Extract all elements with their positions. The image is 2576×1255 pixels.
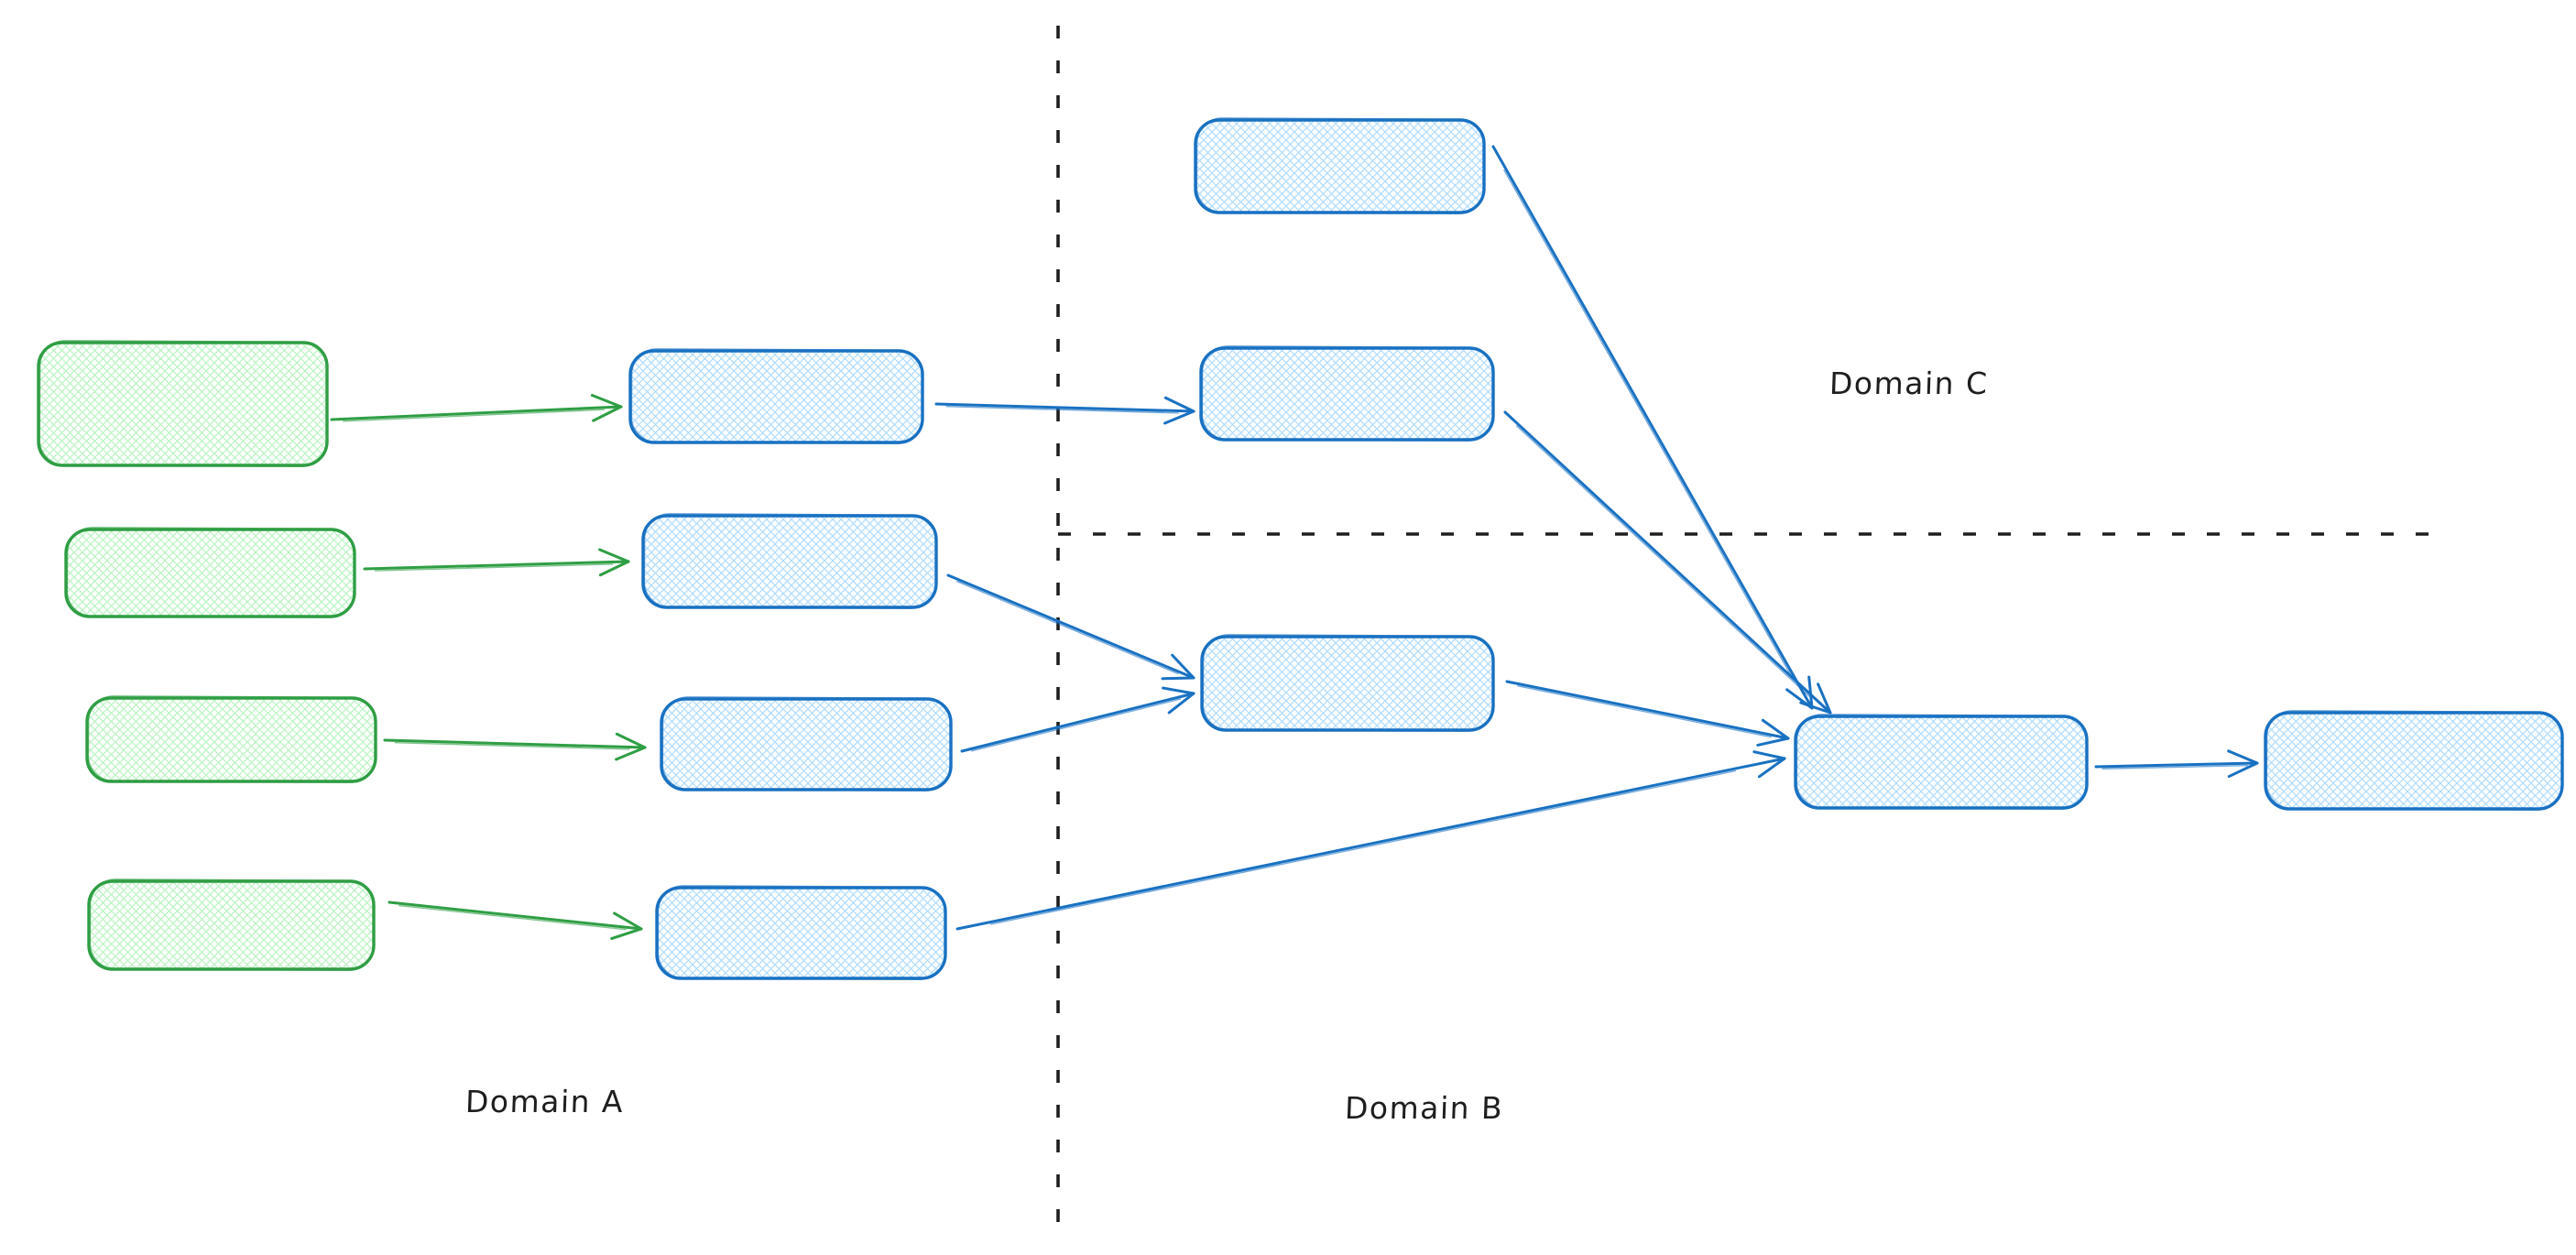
domain-c-label: Domain C: [1828, 366, 1990, 401]
edge-hub-end: [2094, 749, 2259, 779]
edge-green1-m1: [330, 394, 623, 422]
blue-node-b1: [1200, 633, 1495, 733]
blue-node-hub: [1794, 713, 2089, 811]
edge-m3-b1: [960, 686, 1195, 753]
edge-b1-hub: [1505, 680, 1790, 747]
domain-a-label: Domain A: [464, 1084, 625, 1119]
edge-green3-m3: [383, 732, 647, 761]
edge-c1-hub: [1491, 145, 1814, 710]
edge-m1-c2: [934, 396, 1195, 425]
domain-b-label: Domain B: [1344, 1090, 1504, 1126]
blue-node-c1: [1194, 116, 1486, 215]
green-node-1: [37, 339, 329, 468]
green-node-2: [64, 526, 356, 619]
edge-green2-m2: [363, 548, 630, 577]
green-node-3: [85, 694, 377, 784]
blue-node-m2: [641, 512, 938, 610]
blue-node-end: [2264, 709, 2564, 812]
edge-green4-m4: [387, 900, 643, 941]
edge-c2-hub: [1503, 410, 1832, 715]
blue-node-m3: [660, 695, 953, 792]
blue-node-m1: [628, 347, 924, 445]
edge-m2-b1: [946, 573, 1195, 681]
blue-node-c2: [1199, 344, 1495, 442]
edge-m4-hub: [955, 750, 1786, 931]
green-node-4: [87, 878, 376, 972]
blue-node-m4: [655, 884, 947, 981]
